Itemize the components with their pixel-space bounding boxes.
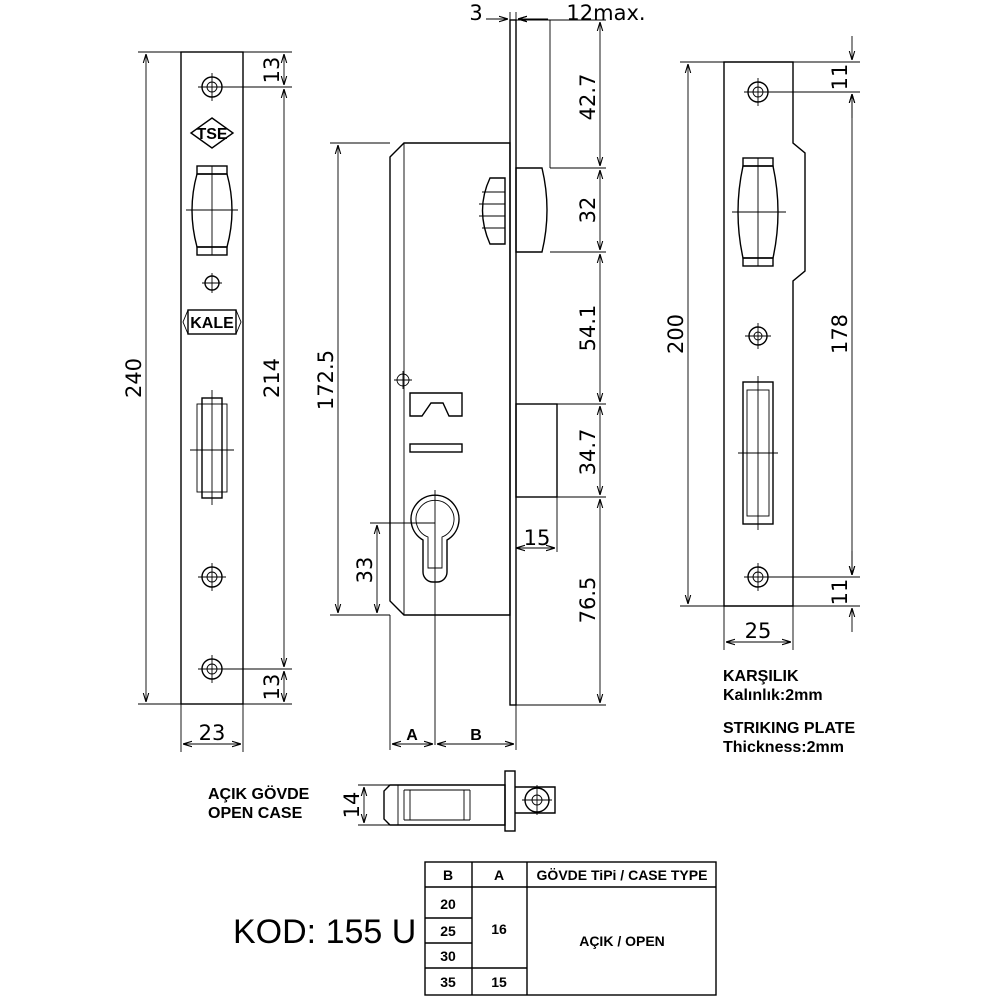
latch-opening xyxy=(186,165,238,256)
front-plate-outline xyxy=(180,51,244,705)
open-case-notes: AÇIK GÖVDE OPEN CASE xyxy=(208,785,309,823)
dim-a-label: A xyxy=(406,727,418,744)
product-code-label: KOD: 155 U xyxy=(233,913,417,951)
cylinder-offset-label: 33 xyxy=(353,557,377,584)
open-case-section-view: 14 xyxy=(340,770,556,832)
table-cell-b-20: 20 xyxy=(440,896,456,912)
open-case-label-tr: AÇIK GÖVDE xyxy=(208,786,310,803)
latch-bolt xyxy=(479,167,548,253)
table-cell-b-30: 30 xyxy=(440,948,456,964)
strike-top-screw-icon xyxy=(744,78,772,106)
table-header-case-type: GÖVDE TiPi / CASE TYPE xyxy=(537,867,708,883)
face-plate-edge xyxy=(509,19,517,706)
table-cell-b-35: 35 xyxy=(440,974,456,990)
top-screw-icon xyxy=(198,73,226,101)
striking-plate-title-en: STRIKING PLATE xyxy=(723,720,856,737)
body-height-label: 172.5 xyxy=(314,350,338,410)
segment-bottom-label: 76.5 xyxy=(576,577,600,624)
tse-mark-label: TSE xyxy=(196,126,227,143)
notes-spacer xyxy=(723,705,855,719)
front-plate-view: TSE KALE xyxy=(122,51,292,752)
table-cell-b-25: 25 xyxy=(440,923,456,939)
cylinder-hole xyxy=(410,490,460,745)
striking-plate-inner-height-label: 178 xyxy=(828,314,852,354)
striking-plate-bottom-offset-label: 11 xyxy=(828,579,852,606)
striking-plate-width-label: 25 xyxy=(745,619,772,643)
lower-screw-icon xyxy=(198,563,226,591)
front-plate-height-label: 240 xyxy=(122,358,146,398)
striking-plate-thickness-tr: Kalınlık:2mm xyxy=(723,687,823,704)
dead-bolt xyxy=(515,403,558,498)
strike-bottom-screw-icon xyxy=(744,563,772,591)
kale-mark-icon: KALE xyxy=(182,309,242,335)
dim-b-label: B xyxy=(470,727,482,744)
strike-bolt-slot xyxy=(738,376,778,530)
strike-latch-opening xyxy=(732,157,786,267)
open-case-label-en: OPEN CASE xyxy=(208,805,303,822)
kale-mark-label: KALE xyxy=(190,315,234,332)
table-cell-case-type: AÇIK / OPEN xyxy=(579,933,665,949)
bolt-throw-label: 15 xyxy=(524,526,551,550)
lock-body-outline xyxy=(389,142,511,616)
front-plate-width-label: 23 xyxy=(199,721,226,745)
follower-cutout xyxy=(394,371,463,453)
striking-plate-notes: KARŞILIK Kalınlık:2mm STRIKING PLATE Thi… xyxy=(723,667,855,757)
center-screw-icon xyxy=(202,273,222,293)
bottom-screw-icon xyxy=(198,655,226,683)
latch-projection-label: 12max. xyxy=(566,1,645,25)
striking-plate-thickness-en: Thickness:2mm xyxy=(723,739,844,756)
section-thickness-label: 14 xyxy=(340,792,364,819)
table-header-a: A xyxy=(494,867,504,883)
flange-thickness-label: 3 xyxy=(469,1,482,25)
striking-plate-top-offset-label: 11 xyxy=(828,64,852,91)
strike-center-screw-icon xyxy=(745,323,771,349)
striking-plate-view: 200 178 11 11 25 xyxy=(664,36,860,650)
table-cell-a-15: 15 xyxy=(491,974,507,990)
striking-plate-height-label: 200 xyxy=(664,314,688,354)
front-plate-top-offset-label: 13 xyxy=(260,57,284,84)
table-cell-a-16: 16 xyxy=(491,921,507,937)
tse-mark-icon: TSE xyxy=(189,117,235,149)
segment-bolt-label: 34.7 xyxy=(576,429,600,476)
striking-plate-title-tr: KARŞILIK xyxy=(723,668,799,685)
segment-top-label: 42.7 xyxy=(576,74,600,121)
striking-plate-outline xyxy=(723,61,806,607)
lock-body-side-view: 172.5 33 3 12max. 42.7 32 54.1 34.7 76.5 xyxy=(314,1,646,750)
segment-mid-label: 54.1 xyxy=(576,305,600,352)
segment-latch-label: 32 xyxy=(576,197,600,224)
bolt-slot xyxy=(190,390,234,505)
spec-table: B A GÖVDE TiPi / CASE TYPE 20 25 30 35 1… xyxy=(424,861,717,996)
table-header-b: B xyxy=(443,867,453,883)
front-plate-bottom-offset-label: 13 xyxy=(260,674,284,701)
front-plate-inner-height-label: 214 xyxy=(260,358,284,398)
